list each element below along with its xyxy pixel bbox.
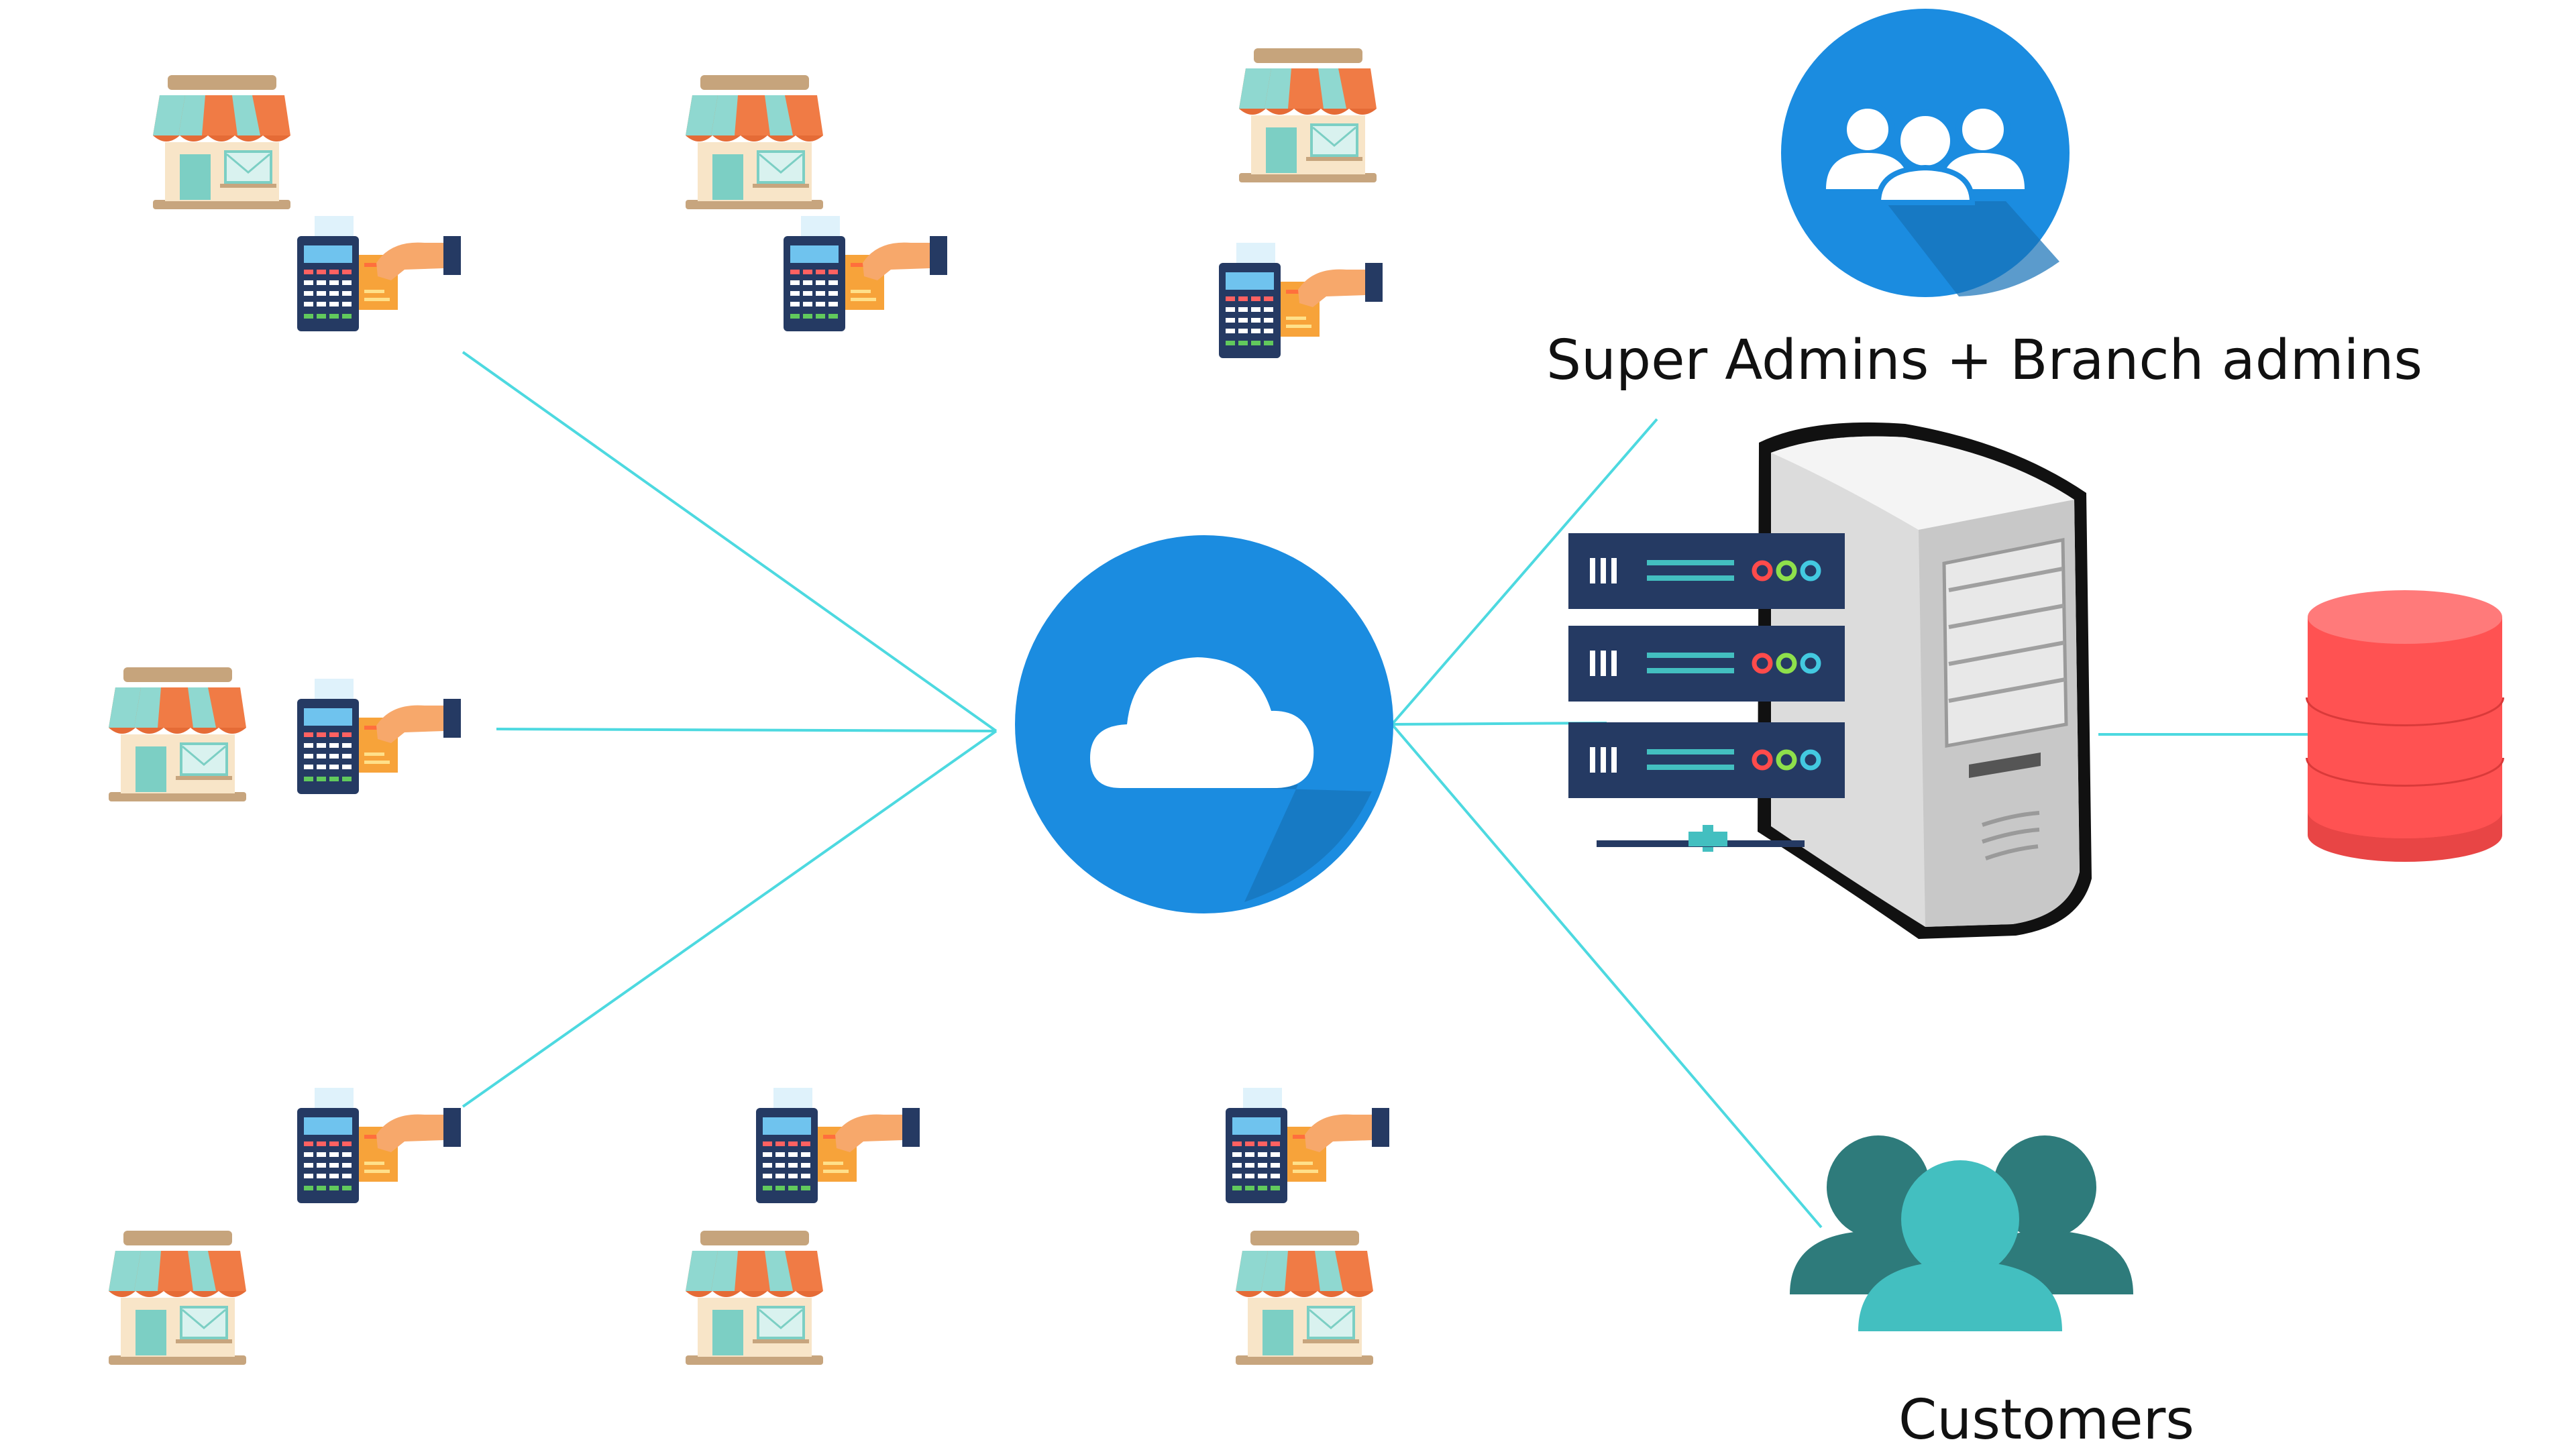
connector-store-bottom-left: [462, 730, 998, 1108]
connector-cloud-customers: [1391, 723, 1823, 1229]
pos-terminal-icon: [756, 1088, 920, 1203]
pos-terminal-icon: [297, 679, 461, 794]
pos-terminal-icon: [297, 216, 461, 331]
connector-store-top-left: [462, 351, 998, 732]
server-rack-icon: [1568, 533, 1845, 852]
cloud-icon: [1015, 535, 1393, 913]
customers-label: Customers: [1898, 1388, 2195, 1452]
pos-terminal-icon: [297, 1088, 461, 1203]
admins-label: Super Admins + Branch admins: [1546, 329, 2423, 392]
admins-group-icon: [1781, 9, 2070, 297]
store-icon: [107, 1229, 248, 1366]
pos-terminal-icon: [1219, 243, 1383, 358]
store-icon: [684, 1229, 824, 1366]
pos-terminal-icon: [784, 216, 947, 331]
store-icon: [152, 74, 292, 211]
store-icon: [1238, 47, 1378, 184]
connector-lines: [462, 351, 2314, 1229]
customers-group-icon: [1790, 1135, 2133, 1331]
pos-terminal-icon: [1226, 1088, 1389, 1203]
store-icon: [1234, 1229, 1375, 1366]
connector-store-mid-left: [496, 728, 997, 732]
connector-cloud-admins: [1391, 418, 1658, 726]
server-tower-icon: [1758, 422, 2092, 939]
database-icon: [2306, 590, 2504, 862]
store-icon: [107, 666, 248, 803]
store-icon: [684, 74, 824, 211]
